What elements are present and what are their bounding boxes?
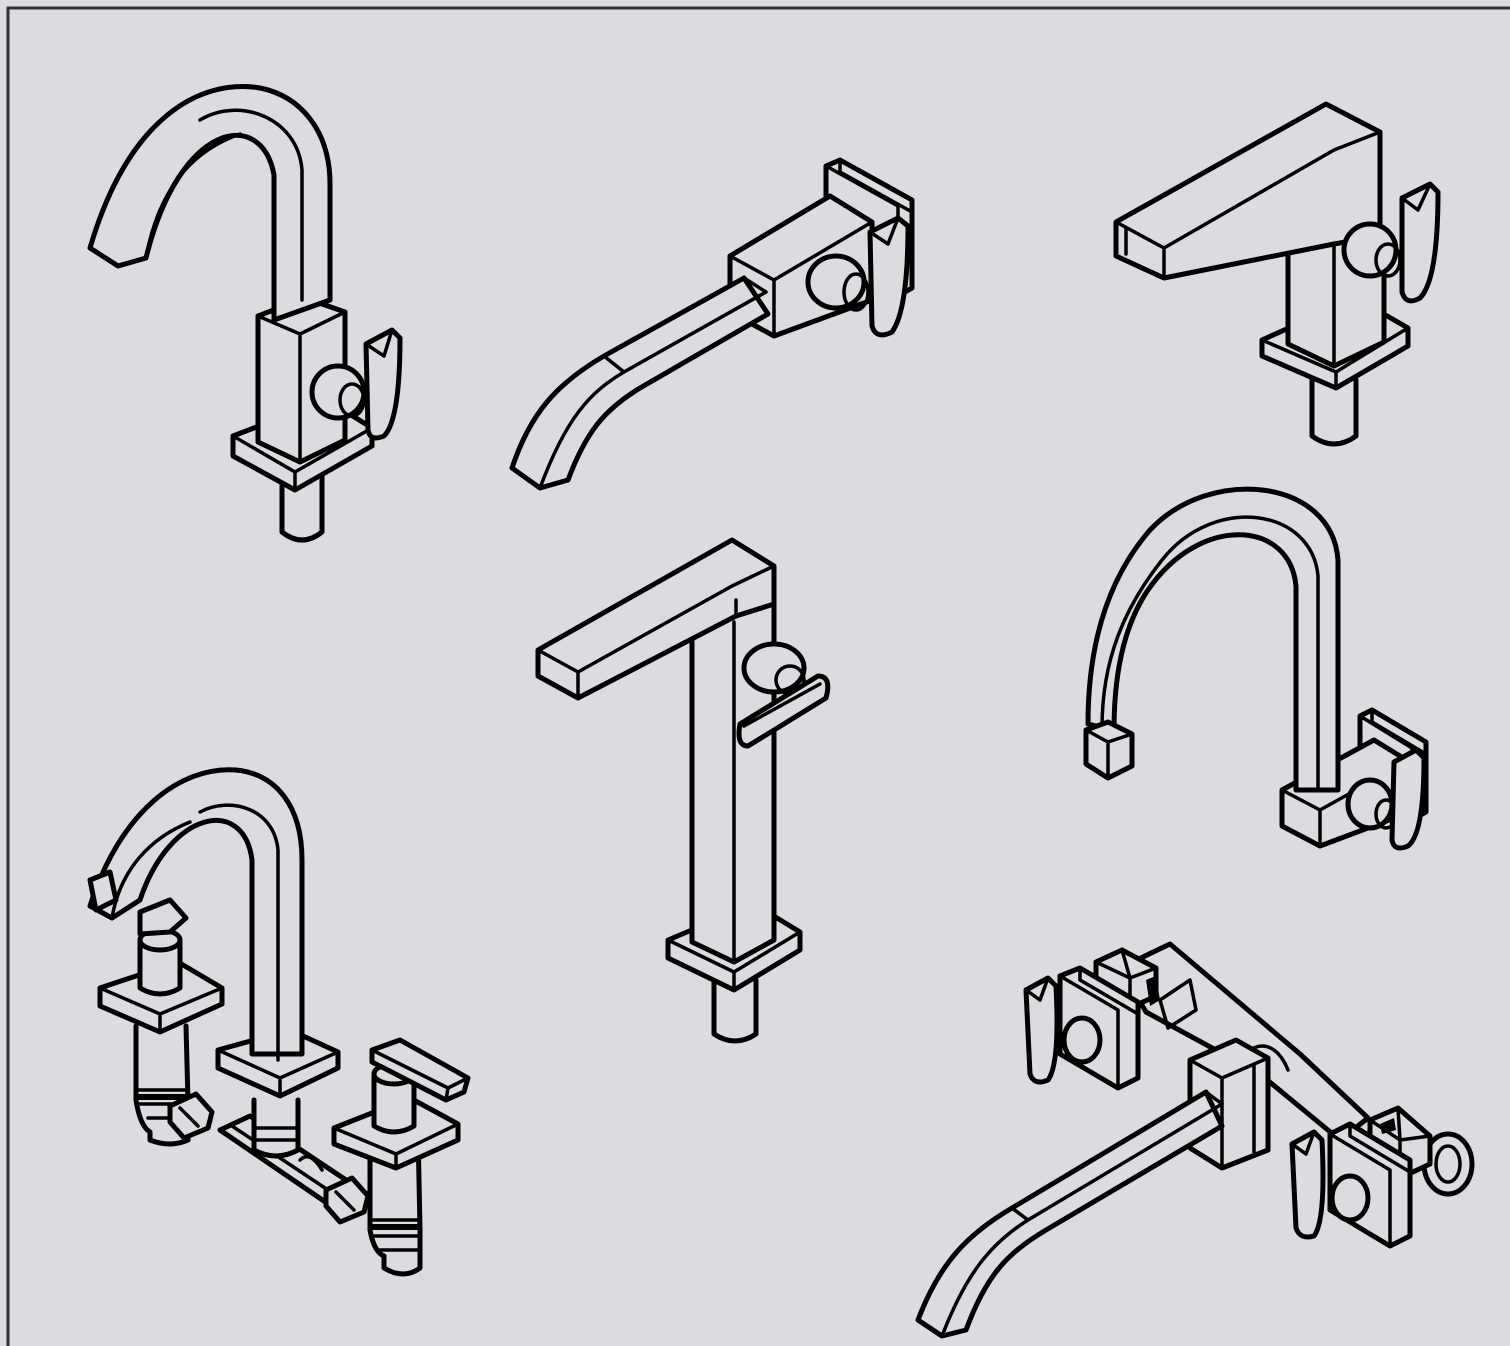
- wall-mounted-bath-mixer-icon: [915, 941, 1475, 1339]
- tall-l-spout-basin-mixer-icon: [1113, 101, 1441, 447]
- curved-spout-basin-mixer-icon: [87, 84, 403, 543]
- wall-mounted-swan-neck-mixer-icon: [1083, 486, 1429, 851]
- wall-mounted-square-spout-mixer-icon: [509, 157, 915, 491]
- tall-l-spout-vessel-mixer-icon: [535, 537, 831, 1044]
- sheet-border: [6, 6, 1510, 1346]
- three-hole-deck-mixer-icon: [87, 767, 471, 1277]
